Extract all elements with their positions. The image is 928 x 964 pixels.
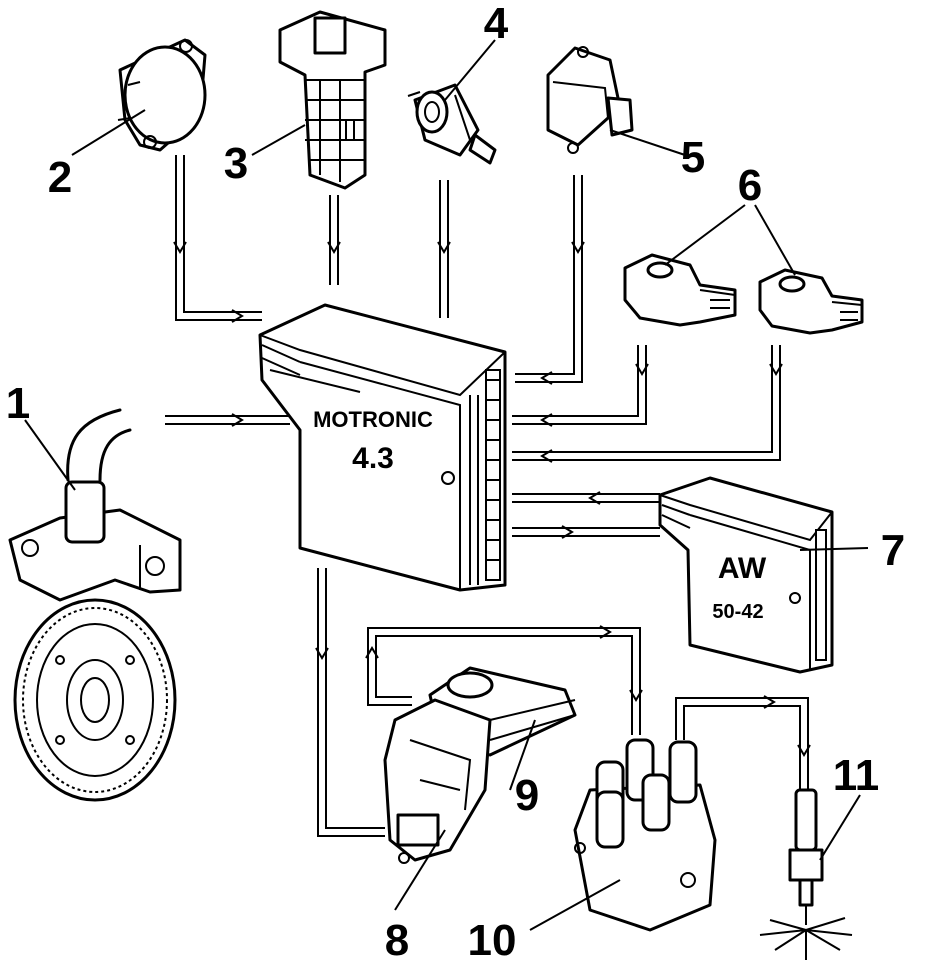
signal-path-5 bbox=[515, 175, 583, 383]
spark-burst bbox=[759, 917, 853, 960]
signal-path-2 bbox=[175, 155, 262, 321]
signal-paths bbox=[165, 155, 809, 837]
signal-path-9-10 bbox=[367, 627, 641, 735]
callout-4: 4 bbox=[484, 0, 509, 48]
signal-path-8 bbox=[317, 568, 385, 837]
path-arrows bbox=[173, 241, 811, 757]
ecu-label-line2: 4.3 bbox=[352, 442, 394, 475]
ecu-motronic: MOTRONIC 4.3 bbox=[258, 303, 507, 592]
callout-11: 11 bbox=[833, 751, 880, 800]
component-2-sensor bbox=[117, 38, 207, 152]
callout-3: 3 bbox=[224, 139, 248, 188]
component-6-knock-sensor-left bbox=[623, 253, 737, 327]
tcu-label-line2: 50-42 bbox=[712, 601, 763, 623]
component-5-throttle-sensor bbox=[546, 46, 634, 154]
callout-7: 7 bbox=[881, 526, 905, 575]
signal-path-ecu-tcu-b bbox=[512, 527, 660, 537]
component-6-knock-sensor-right bbox=[758, 268, 864, 335]
flywheel bbox=[13, 598, 177, 802]
tcu-label-line1: AW bbox=[718, 552, 767, 585]
component-11-spark-plug bbox=[788, 788, 824, 925]
callout-10: 10 bbox=[468, 916, 517, 964]
callout-1: 1 bbox=[6, 379, 30, 428]
signal-path-1 bbox=[165, 415, 290, 425]
component-8-ignition-module bbox=[383, 698, 492, 864]
signal-path-6a bbox=[512, 345, 647, 425]
callout-8: 8 bbox=[385, 916, 409, 964]
callout-5: 5 bbox=[681, 133, 705, 182]
component-10-distributor-cap bbox=[573, 738, 717, 932]
callout-6: 6 bbox=[738, 161, 762, 210]
callout-9: 9 bbox=[515, 771, 539, 820]
leader-lines bbox=[24, 39, 869, 931]
component-3-air-mass-meter bbox=[278, 10, 387, 190]
component-1-crank-sensor bbox=[8, 408, 182, 602]
signal-path-ecu-tcu-a bbox=[512, 493, 660, 503]
signal-path-4 bbox=[439, 180, 449, 318]
ecu-label-line1: MOTRONIC bbox=[313, 407, 433, 432]
component-4-temperature-sensor bbox=[407, 83, 497, 165]
callout-2: 2 bbox=[48, 153, 72, 202]
signal-path-6b bbox=[512, 345, 781, 461]
tcu-aw-50-42: AW 50-42 bbox=[658, 476, 834, 674]
callout-numbers: 1 2 3 4 5 6 7 8 9 10 11 bbox=[6, 0, 905, 964]
signal-path-3 bbox=[329, 195, 339, 285]
